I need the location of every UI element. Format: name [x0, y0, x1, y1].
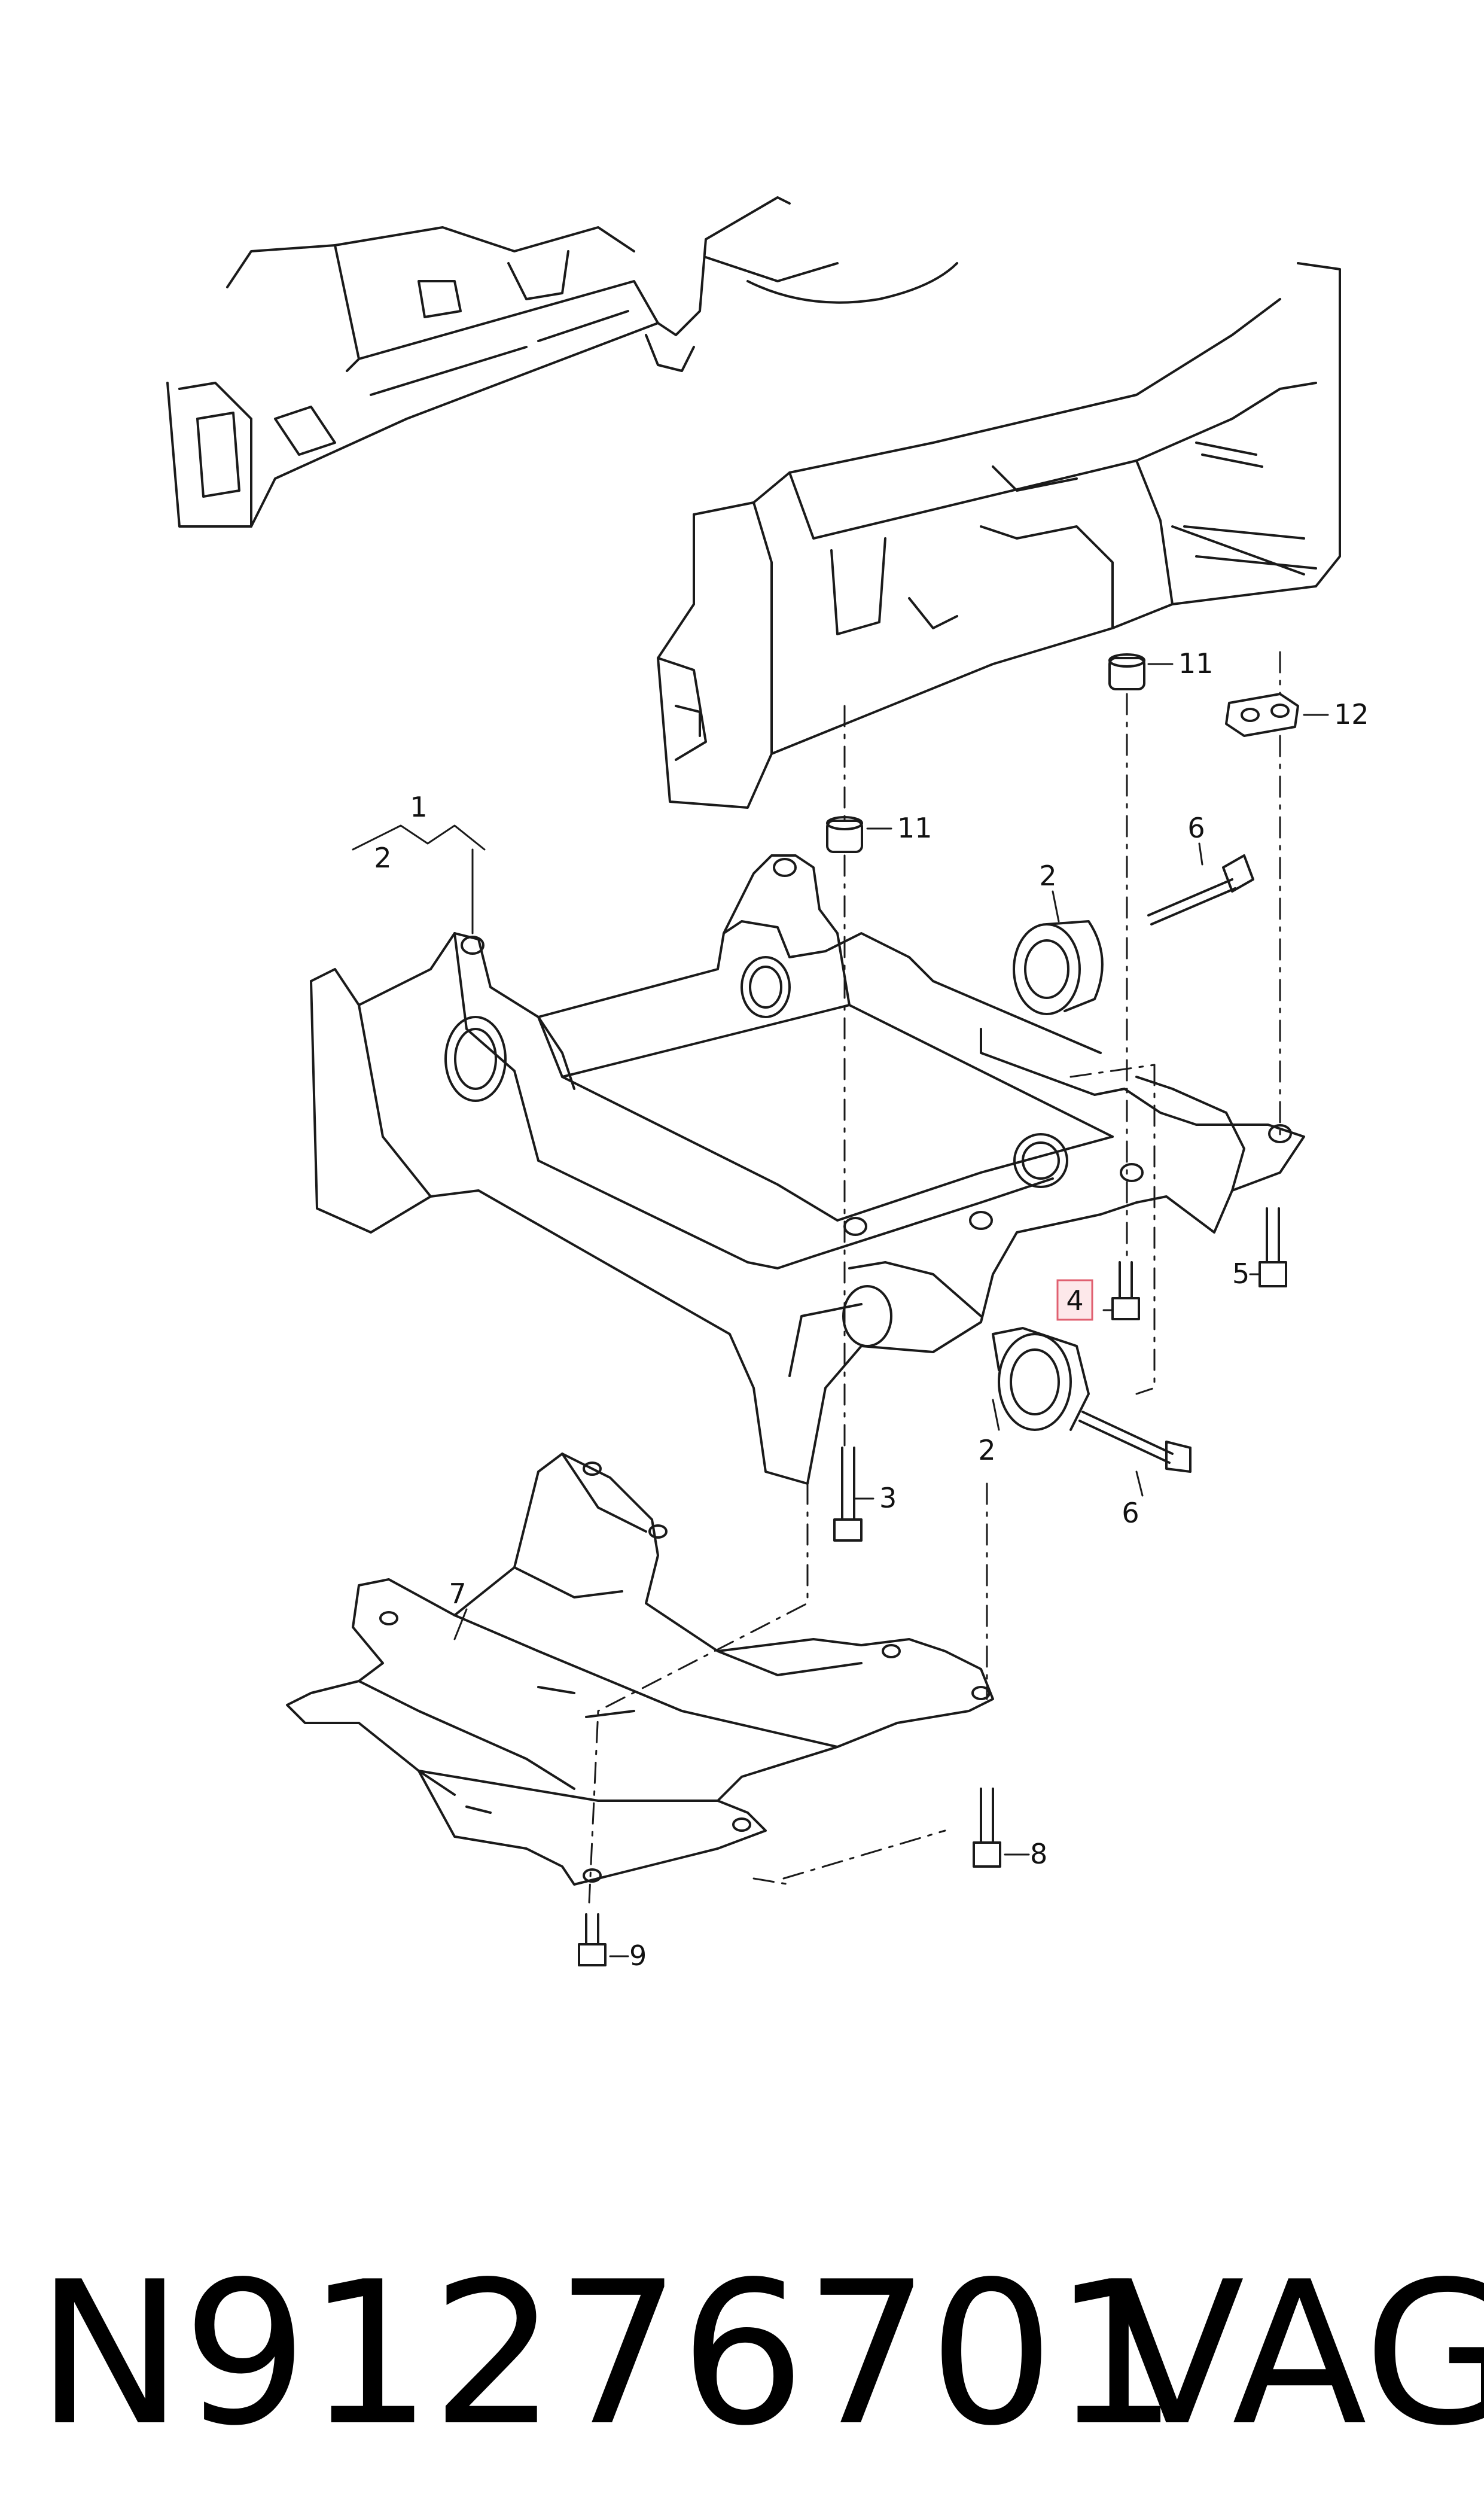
spacer-sleeve-left: [826, 816, 863, 853]
assembly-axis-lines: [588, 651, 1281, 1904]
bolt-6-upper: [1147, 854, 1254, 925]
bushing-upper: [1013, 920, 1104, 1015]
callout-2-lower: 2: [978, 1434, 995, 1466]
callout-11-right: 11: [1178, 647, 1214, 680]
bolt-4: [1111, 1261, 1140, 1320]
callout-2-bracket: 2: [374, 842, 391, 874]
bolt-5: [1258, 1207, 1287, 1287]
bushing-lower: [992, 1327, 1090, 1431]
bolt-3: [833, 1447, 863, 1542]
front-subframe: [310, 854, 1305, 1485]
callout-12: 12: [1334, 698, 1369, 730]
callout-leader-lines: [352, 663, 1329, 1957]
bracket-12: [1225, 693, 1299, 737]
callout-8: 8: [1030, 1838, 1047, 1870]
brand-label: VAG: [1110, 2239, 1484, 2469]
part-number: N91276701: [36, 2239, 1179, 2469]
callout-9: 9: [629, 1940, 647, 1972]
bolt-9: [578, 1913, 607, 1966]
callout-1: 1: [410, 791, 427, 823]
upper-left-body-frame: [166, 196, 958, 528]
callout-7: 7: [449, 1578, 466, 1610]
callout-6-upper: 6: [1187, 812, 1205, 844]
callout-2-upper: 2: [1039, 860, 1056, 892]
exploded-parts-diagram: 1 2 11 12 11 6 2 5 4 2 6 3 7 8 9: [166, 196, 1369, 1972]
bolt-6-lower: [1078, 1411, 1192, 1473]
upper-right-body-frame: [657, 262, 1341, 809]
callout-3: 3: [879, 1482, 897, 1514]
callout-5: 5: [1232, 1258, 1250, 1290]
bolt-8: [973, 1788, 1001, 1868]
underbody-guard: [286, 1453, 994, 1886]
callout-6-lower: 6: [1122, 1497, 1139, 1529]
spacer-sleeve-right: [1108, 653, 1145, 690]
callout-4-highlight: 4: [1056, 1279, 1093, 1321]
callout-4: 4: [1066, 1284, 1083, 1317]
callout-11-left: 11: [897, 812, 933, 844]
